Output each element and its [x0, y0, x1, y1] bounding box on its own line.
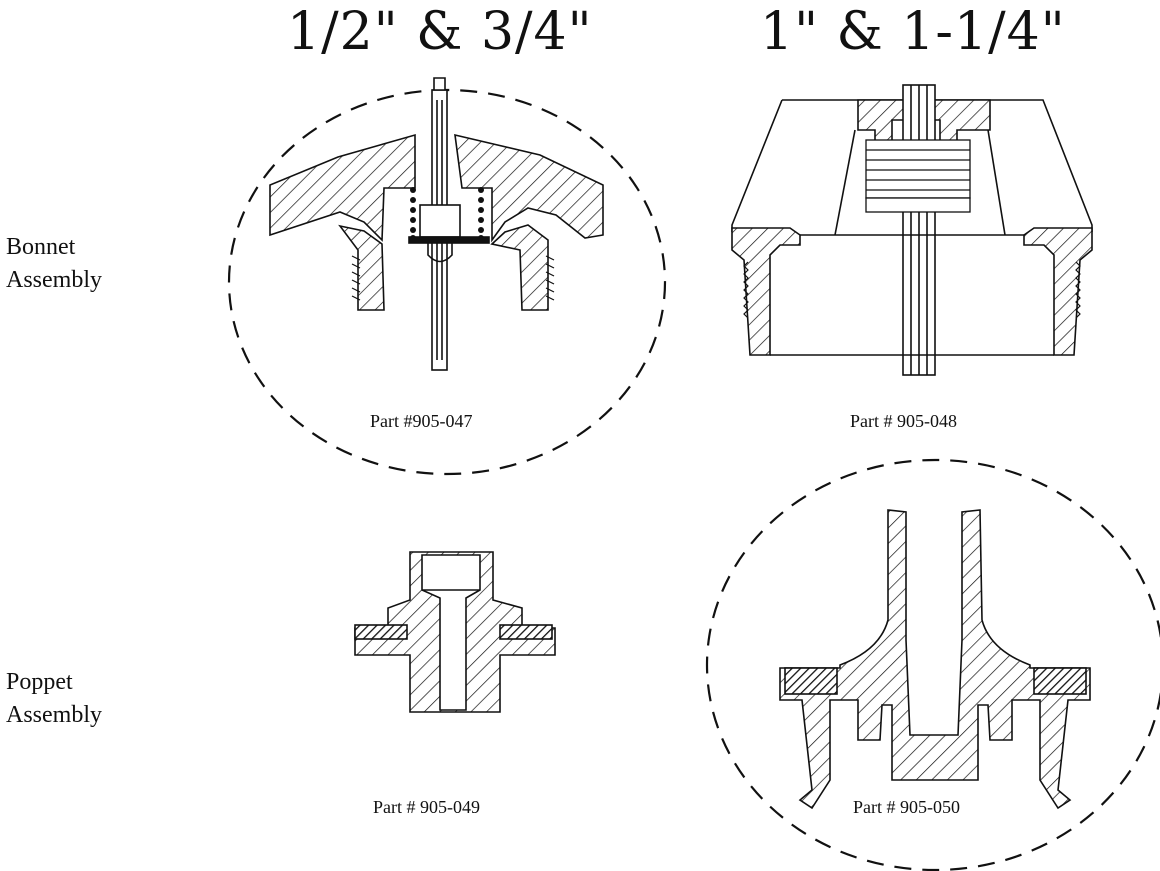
- bonnet-small-drawing: [227, 77, 667, 476]
- dashed-circle-poppet-large: [705, 458, 1160, 871]
- bonnet-large-drawing: [731, 84, 1093, 376]
- poppet-small-drawing: [354, 551, 556, 713]
- bonnet-large-flange-right: [1023, 227, 1093, 356]
- poppet-large-body: [779, 509, 1091, 810]
- bonnet-body-left: [338, 224, 385, 311]
- part-number-905-047: Part #905-047: [370, 411, 473, 431]
- poppet-small-bore: [421, 554, 481, 711]
- bonnet-guide: [419, 204, 461, 238]
- column-header-large: 1" & 1-1/4": [760, 2, 1066, 62]
- bonnet-large-threads: [743, 261, 1081, 319]
- row-label-poppet-line2: Assembly: [6, 702, 102, 728]
- part-number-905-049: Part # 905-049: [373, 797, 480, 817]
- bonnet-cap-left: [269, 133, 416, 242]
- row-label-bonnet: Bonnet Assembly: [6, 231, 102, 297]
- bonnet-body-right: [490, 224, 549, 311]
- row-label-poppet-line1: Poppet: [6, 669, 73, 695]
- row-label-bonnet-line2: Assembly: [6, 267, 102, 293]
- poppet-small-seal-left: [354, 624, 408, 640]
- bonnet-large-flange-left: [731, 227, 801, 356]
- poppet-small-seal-right: [499, 624, 553, 640]
- poppet-large-seal-right: [1033, 667, 1087, 695]
- part-number-905-048: Part # 905-048: [850, 411, 957, 431]
- row-label-poppet: Poppet Assembly: [6, 666, 102, 732]
- row-label-bonnet-line1: Bonnet: [6, 234, 76, 260]
- bonnet-threads: [351, 255, 555, 301]
- bonnet-large-spring: [865, 139, 971, 213]
- part-number-905-050: Part # 905-050: [853, 797, 960, 817]
- poppet-large-drawing: [705, 458, 1160, 871]
- bonnet-cap-right: [454, 133, 604, 243]
- column-header-small: 1/2" & 3/4": [287, 2, 593, 62]
- poppet-large-seal-left: [784, 667, 838, 695]
